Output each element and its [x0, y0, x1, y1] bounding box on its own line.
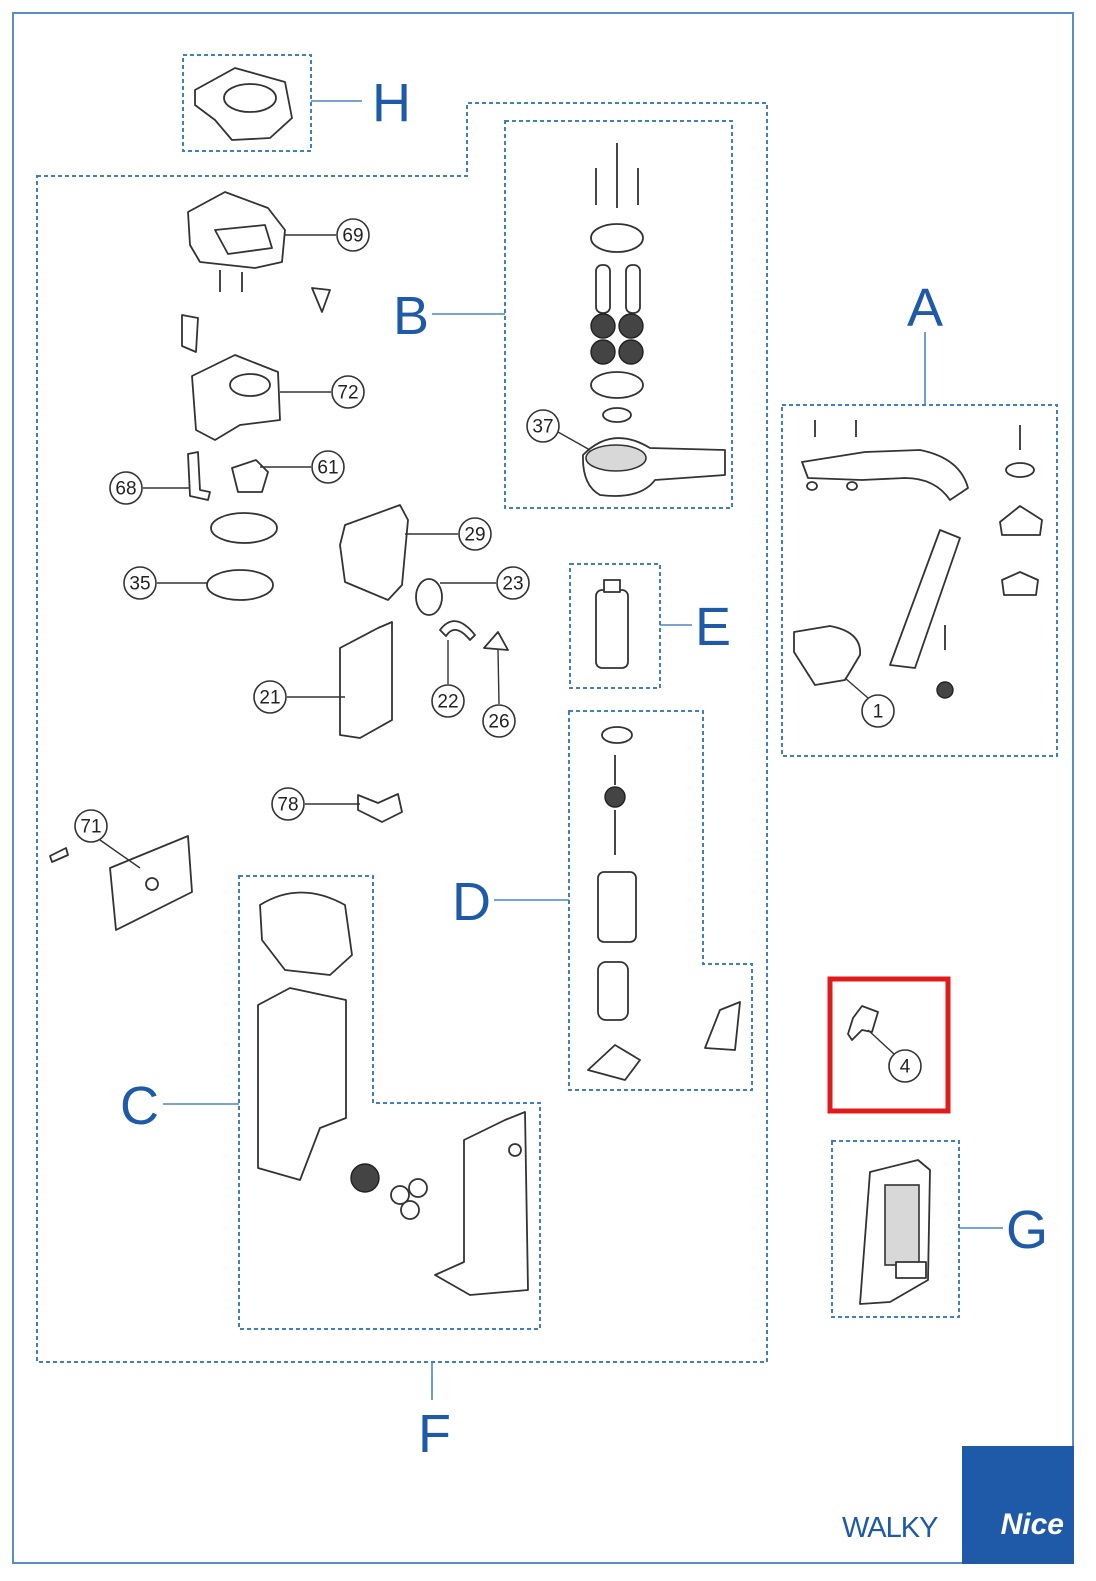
group-letter-a: A [907, 278, 943, 338]
part-35-seal [206, 569, 274, 601]
group-box-h [182, 54, 312, 152]
part-23-bushing [415, 578, 443, 616]
part-a-armkit [793, 420, 1043, 699]
part-b-gearstack [582, 143, 726, 497]
group-letter-g: G [1006, 1200, 1048, 1260]
svg-text:35: 35 [129, 574, 150, 595]
group-box-d [568, 710, 753, 1091]
group-letter-d: D [452, 872, 491, 932]
svg-text:72: 72 [337, 383, 358, 404]
diagram-frame [12, 12, 1074, 1564]
part-h-cover [194, 67, 293, 141]
brand-logo: Nice [1000, 1508, 1064, 1541]
part-e-motor [595, 579, 629, 669]
product-name: WALKY [842, 1512, 938, 1544]
highlight-box [827, 976, 951, 1114]
svg-text:26: 26 [488, 712, 509, 733]
part-68-bracket [187, 451, 211, 501]
callout-21: 21 [253, 680, 345, 714]
part-29-shell [339, 504, 409, 601]
group-letter-b: B [393, 286, 429, 346]
callout-4: 4 [867, 1029, 922, 1083]
part-c-column [257, 891, 529, 1296]
callout-35: 35 [123, 566, 208, 600]
group-box-e [569, 563, 661, 689]
part-72-cover [191, 354, 281, 441]
svg-text:71: 71 [80, 817, 101, 838]
part-22-spring [439, 620, 476, 641]
callout-23: 23 [440, 566, 530, 600]
callout-68: 68 [109, 471, 190, 505]
part-61-switch [231, 459, 269, 493]
callout-1: 1 [844, 677, 895, 728]
callout-72: 72 [280, 375, 365, 409]
group-box-a [781, 404, 1058, 757]
group-letter-e: E [695, 597, 731, 657]
part-78-bracket [357, 793, 403, 823]
svg-text:23: 23 [502, 574, 523, 595]
svg-text:4: 4 [900, 1057, 911, 1078]
group-box-c [238, 875, 541, 1330]
group-box-f [36, 102, 768, 1363]
part-21-frame [339, 621, 393, 739]
part-26-clip [483, 631, 509, 651]
part-g-controlboard [859, 1159, 931, 1305]
callout-69: 69 [285, 218, 370, 252]
callout-22: 22 [431, 640, 465, 718]
svg-text:37: 37 [532, 417, 553, 438]
svg-text:29: 29 [464, 525, 485, 546]
callout-26: 26 [482, 649, 516, 738]
callout-37: 37 [526, 409, 591, 451]
group-letter-c: C [120, 1076, 159, 1136]
part-69-housing [181, 191, 331, 353]
brand-logo-block: Nice [962, 1446, 1074, 1564]
group-letter-h: H [372, 73, 411, 133]
svg-text:69: 69 [342, 226, 363, 247]
svg-text:22: 22 [437, 692, 458, 713]
callout-78: 78 [271, 787, 360, 821]
callout-71: 71 [74, 809, 141, 869]
svg-text:21: 21 [259, 688, 280, 709]
svg-text:1: 1 [873, 702, 884, 723]
group-letter-f: F [418, 1404, 451, 1464]
part-d-internals [587, 726, 741, 1081]
part-seal-upper [210, 512, 278, 544]
callout-29: 29 [405, 517, 492, 551]
svg-text:68: 68 [115, 479, 136, 500]
group-box-g [831, 1140, 960, 1318]
callout-61: 61 [260, 450, 345, 484]
svg-text:78: 78 [277, 795, 298, 816]
group-box-b [504, 120, 733, 509]
svg-text:61: 61 [317, 458, 338, 479]
